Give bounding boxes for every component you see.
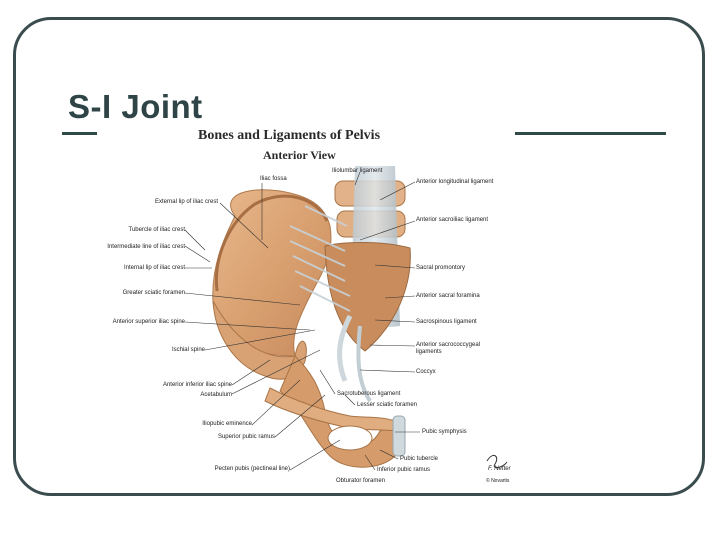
label-external-lip: External lip of iliac crest	[154, 199, 218, 205]
label-sacral-promontory: Sacral promontory	[416, 265, 466, 271]
label-intermediate-line: Intermediate line of iliac crest	[107, 244, 185, 250]
artist-signature: F. Netter	[488, 466, 511, 472]
label-acetabulum: Acetabulum	[200, 392, 232, 398]
label-sacrotuberous-ligament: Sacrotuberous ligament	[337, 391, 401, 397]
label-greater-sciatic-foramen: Greater sciatic foramen	[122, 290, 185, 296]
label-anterior-sacrococcygeal-ligaments: Anterior sacrococcygeal ligaments	[416, 342, 481, 355]
label-iliac-fossa: Iliac fossa	[260, 176, 287, 182]
label-pecten-pubis: Pecten pubis (pectineal line)	[214, 466, 290, 472]
label-anterior-sacroiliac-ligament: Anterior sacroiliac ligament	[416, 217, 489, 223]
figure-title: Bones and Ligaments of Pelvis	[198, 128, 381, 143]
title-rule-right	[515, 132, 666, 135]
label-iliolumbar-ligament: Iliolumbar ligament	[332, 168, 383, 174]
label-obturator-foramen: Obturator foramen	[336, 478, 386, 484]
label-asis: Anterior superior iliac spine	[112, 319, 185, 325]
label-coccyx: Coccyx	[416, 369, 436, 375]
label-ischial-spine: Ischial spine	[171, 347, 205, 353]
slide-title: S-I Joint	[68, 88, 203, 125]
label-tubercle-iliac-crest: Tubercle of iliac crest	[128, 227, 185, 233]
pelvis-illustration	[212, 166, 508, 469]
label-superior-pubic-ramus: Superior pubic ramus	[217, 434, 275, 440]
label-inferior-pubic-ramus: Inferior pubic ramus	[377, 467, 431, 473]
title-rule-left	[62, 132, 97, 135]
copyright-mark: © Novartis	[486, 478, 510, 484]
label-sacrospinous-ligament: Sacrospinous ligament	[416, 319, 477, 325]
label-pubic-tubercle: Pubic tubercle	[400, 456, 439, 462]
label-aiis: Anterior inferior iliac spine	[162, 382, 232, 388]
label-lesser-sciatic-foramen: Lesser sciatic foramen	[357, 402, 418, 408]
label-pubic-symphysis: Pubic symphysis	[422, 429, 467, 435]
figure-subtitle: Anterior View	[263, 148, 336, 162]
label-iliopubic-eminence: Iliopubic eminence	[202, 421, 252, 427]
label-anterior-longitudinal-ligament: Anterior longitudinal ligament	[416, 179, 494, 185]
label-anterior-sacral-foramina: Anterior sacral foramina	[416, 293, 480, 299]
label-internal-lip: Internal lip of iliac crest	[123, 265, 185, 271]
